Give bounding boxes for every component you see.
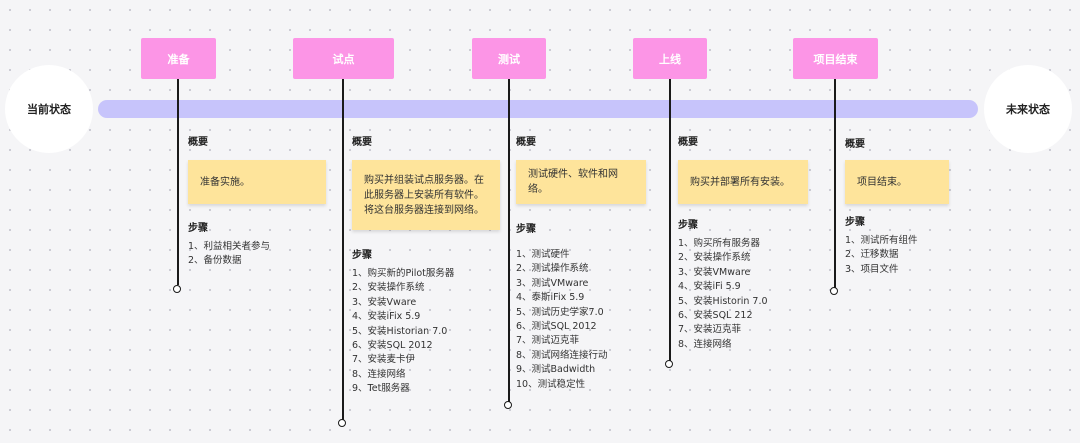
phase-box-golive[interactable]: 上线 — [633, 38, 707, 79]
steps-heading: 步骤 — [845, 217, 865, 228]
phase-end-dot — [665, 360, 673, 368]
summary-text: 购买并组装试点服务器。在此服务器上安装所有软件。将这台服务器连接到网络。 — [364, 174, 484, 216]
step-item: 5、测试历史学家7.0 — [516, 306, 604, 318]
step-item: 1、利益相关者参与 — [188, 241, 271, 252]
step-item: 1、购买所有服务器 — [678, 238, 761, 249]
steps-heading: 步骤 — [678, 220, 698, 231]
summary-note: 购买并部署所有安装。 — [678, 160, 808, 204]
step-item: 5、安装Historian 7.0 — [352, 325, 448, 337]
phase-connector — [177, 79, 179, 285]
phase-connector — [834, 79, 836, 289]
step-item: 2、迁移数据 — [845, 249, 899, 261]
summary-note: 项目结束。 — [845, 160, 949, 204]
steps-heading: 步骤 — [352, 250, 372, 261]
step-item: 2、备份数据 — [188, 255, 242, 267]
step-item: 9、Tet服务器 — [352, 383, 410, 395]
step-item: 3、项目文件 — [845, 263, 899, 275]
phase-box-prepare[interactable]: 准备 — [141, 38, 216, 79]
step-item: 8、连接网络 — [678, 338, 732, 350]
step-item: 7、安装麦卡伊 — [352, 354, 416, 366]
steps-list: 1、购买所有服务器 2、安装操作系统 3、安装VMware 4、安装iFi 5.… — [678, 237, 768, 352]
step-item: 1、测试硬件 — [516, 249, 570, 260]
summary-text: 项目结束。 — [857, 176, 907, 188]
current-state-label: 当前状态 — [27, 103, 71, 116]
summary-note: 准备实施。 — [188, 160, 326, 204]
step-item: 1、购买新的Pilot服务器 — [352, 268, 455, 279]
summary-text: 购买并部署所有安装。 — [690, 176, 790, 188]
step-item: 6、测试SQL 2012 — [516, 321, 597, 333]
overview-heading: 概要 — [188, 137, 208, 148]
phase-connector — [508, 79, 510, 403]
summary-text: 测试硬件、软件和网络。 — [528, 169, 618, 195]
steps-list: 1、测试所有组件 2、迁移数据 3、项目文件 — [845, 234, 918, 277]
step-item: 3、安装VMware — [678, 266, 751, 278]
steps-list: 1、利益相关者参与 2、备份数据 — [188, 240, 270, 269]
phase-end-dot — [830, 287, 838, 295]
phase-end-dot — [338, 419, 346, 427]
overview-heading: 概要 — [678, 137, 698, 148]
steps-heading: 步骤 — [188, 223, 208, 234]
step-item: 2、测试操作系统 — [516, 263, 589, 275]
step-item: 7、测试迈克菲 — [516, 335, 580, 347]
step-item: 9、测试Badwidth — [516, 364, 596, 376]
summary-note: 测试硬件、软件和网络。 — [516, 160, 646, 204]
step-item: 4、泰斯iFix 5.9 — [516, 292, 585, 304]
step-item: 6、安装SQL 2012 — [352, 340, 433, 352]
phase-title: 项目结束 — [813, 52, 858, 66]
step-item: 4、安装iFix 5.9 — [352, 311, 421, 323]
phase-connector — [669, 79, 671, 362]
phase-connector — [342, 79, 344, 421]
step-item: 4、安装iFi 5.9 — [678, 281, 741, 293]
step-item: 3、测试VMware — [516, 277, 589, 289]
future-state-node: 未来状态 — [984, 65, 1072, 153]
step-item: 8、测试网络连接行动 — [516, 349, 608, 361]
future-state-label: 未来状态 — [1006, 103, 1050, 116]
step-item: 3、安装Vware — [352, 296, 417, 308]
step-item: 1、测试所有组件 — [845, 235, 918, 246]
phase-box-project-end[interactable]: 项目结束 — [793, 38, 878, 79]
summary-text: 准备实施。 — [200, 176, 250, 188]
phase-title: 试点 — [332, 52, 355, 66]
step-item: 7、安装迈克菲 — [678, 324, 742, 336]
current-state-node: 当前状态 — [5, 65, 93, 153]
steps-list: 1、购买新的Pilot服务器 2、安装操作系统 3、安装Vware 4、安装iF… — [352, 267, 454, 397]
steps-heading: 步骤 — [516, 224, 536, 235]
step-item: 2、安装操作系统 — [678, 252, 751, 264]
phase-box-pilot[interactable]: 试点 — [293, 38, 394, 79]
timeline-bar — [98, 100, 978, 118]
phase-title: 准备 — [167, 52, 190, 66]
step-item: 10、测试稳定性 — [516, 378, 586, 390]
step-item: 8、连接网络 — [352, 368, 406, 380]
step-item: 2、安装操作系统 — [352, 282, 425, 294]
phase-title: 上线 — [659, 52, 681, 66]
step-item: 6、安装SQL 212 — [678, 310, 753, 322]
phase-title: 测试 — [498, 52, 520, 66]
summary-note: 购买并组装试点服务器。在此服务器上安装所有软件。将这台服务器连接到网络。 — [352, 160, 500, 230]
overview-heading: 概要 — [845, 139, 865, 150]
step-item: 5、安装Historin 7.0 — [678, 295, 768, 307]
steps-list: 1、测试硬件 2、测试操作系统 3、测试VMware 4、泰斯iFix 5.9 … — [516, 248, 608, 392]
phase-box-test[interactable]: 测试 — [472, 38, 546, 79]
overview-heading: 概要 — [352, 137, 372, 148]
phase-end-dot — [504, 401, 512, 409]
overview-heading: 概要 — [516, 137, 536, 148]
phase-end-dot — [173, 285, 181, 293]
